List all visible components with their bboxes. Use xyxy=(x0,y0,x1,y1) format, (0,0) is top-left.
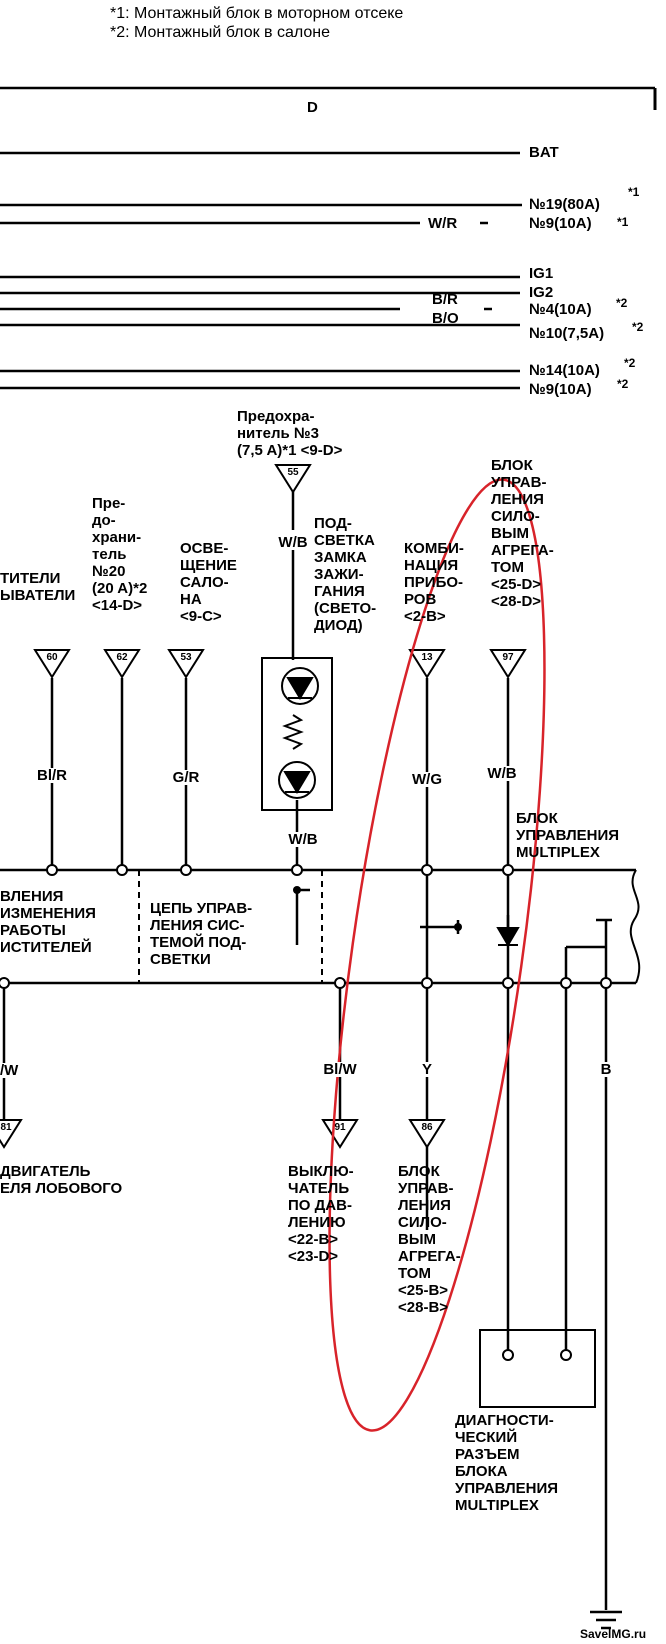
resistor-icon xyxy=(282,714,304,750)
block-d-label: D xyxy=(307,99,318,116)
wire-bo-label: B/O xyxy=(432,310,459,327)
wire-y-label: Y xyxy=(421,1061,433,1078)
light-control-circuit-label: ЦЕПЬ УПРАВ-ЛЕНИЯ СИС- ТЕМОЙ ПОД-СВЕТКИ xyxy=(150,900,253,968)
terminal-55 xyxy=(274,464,312,494)
label-fuse4: №4(10A) xyxy=(529,301,592,318)
sup-fuse9a: *1 xyxy=(617,215,629,229)
sup-fuse14: *2 xyxy=(624,356,636,370)
terminal-97-label: 97 xyxy=(502,652,514,663)
sup-fuse9b: *2 xyxy=(617,377,629,391)
terminal-62-label: 62 xyxy=(116,652,128,663)
switch-icon xyxy=(454,923,462,931)
terminal-13-label: 13 xyxy=(421,652,433,663)
wire-b-label: B xyxy=(600,1061,612,1078)
terminal-53-label: 53 xyxy=(180,652,192,663)
label-ig1: IG1 xyxy=(529,265,554,282)
sup-fuse10: *2 xyxy=(632,320,644,334)
label-bat: BAT xyxy=(529,144,559,161)
note-1: *1: Монтажный блок в моторном отсеке xyxy=(110,5,404,22)
combination-meter-label: КОМБИ-НАЦИЯ ПРИБО-РОВ <2-B> xyxy=(404,540,464,625)
terminal-62 xyxy=(103,649,141,679)
terminal-86 xyxy=(408,1119,446,1149)
fuse3-label: Предохра-нитель №3(7,5 A)*1 <9-D> xyxy=(237,408,343,459)
terminal-91-label: 91 xyxy=(334,1122,346,1133)
wire-blr-label: Bl/R xyxy=(37,767,67,784)
wire-br-label: B/R xyxy=(432,291,458,308)
terminal-60-label: 60 xyxy=(46,652,58,663)
highlight-ellipse xyxy=(328,478,546,1432)
terminal-91 xyxy=(321,1119,359,1149)
terminal-55-label: 55 xyxy=(287,467,299,478)
terminal-97 xyxy=(489,649,527,679)
diode-icon xyxy=(496,927,520,947)
mux-right-break xyxy=(629,869,641,984)
terminal-60 xyxy=(33,649,71,679)
led-top-icon xyxy=(281,667,319,705)
wire-wb3-label: W/B xyxy=(288,831,318,848)
diag-connector xyxy=(479,1329,596,1408)
wire-wb2-label: W/B xyxy=(487,765,517,782)
terminal-81-label: 81 xyxy=(0,1122,12,1133)
interior-light-label: ОСВЕ-ЩЕНИЕ САЛО-НА <9-C> xyxy=(180,540,237,625)
watermark: SavelMG.ru xyxy=(580,1627,647,1641)
label-fuse19: №19(80A) xyxy=(529,196,600,213)
note-2: *2: Монтажный блок в салоне xyxy=(110,24,331,41)
terminal-86-label: 86 xyxy=(421,1122,433,1133)
wire-wr-label: W/R xyxy=(428,215,458,232)
label-fuse9a: №9(10A) xyxy=(529,215,592,232)
wire-wg-label: W/G xyxy=(412,771,442,788)
terminal-81 xyxy=(0,1119,23,1149)
label-fuse9b: №9(10A) xyxy=(529,381,592,398)
pressure-switch-label: ВЫКЛЮ-ЧАТЕЛЬ ПО ДАВ-ЛЕНИЮ <22-B><23-D> xyxy=(288,1163,354,1265)
wire-ww-label: /W xyxy=(0,1062,19,1079)
terminal-triangles xyxy=(0,464,527,1149)
terminal-13 xyxy=(408,649,446,679)
fuse20-label: Пре-до- храни-тель №20(20 A)*2 <14-D> xyxy=(92,495,148,614)
wire-wb1-label: W/B xyxy=(278,534,308,551)
wire-blw-label: Bl/W xyxy=(323,1061,357,1078)
sup-fuse4: *2 xyxy=(616,296,628,310)
wire-gr-label: G/R xyxy=(172,769,200,786)
led-bottom-icon xyxy=(278,761,316,799)
terminal-53 xyxy=(167,649,205,679)
label-fuse14: №14(10A) xyxy=(529,362,600,379)
label-fuse10: №10(7,5A) xyxy=(529,325,605,342)
label-ig2: IG2 xyxy=(529,284,554,301)
sup-fuse19: *1 xyxy=(628,185,640,199)
